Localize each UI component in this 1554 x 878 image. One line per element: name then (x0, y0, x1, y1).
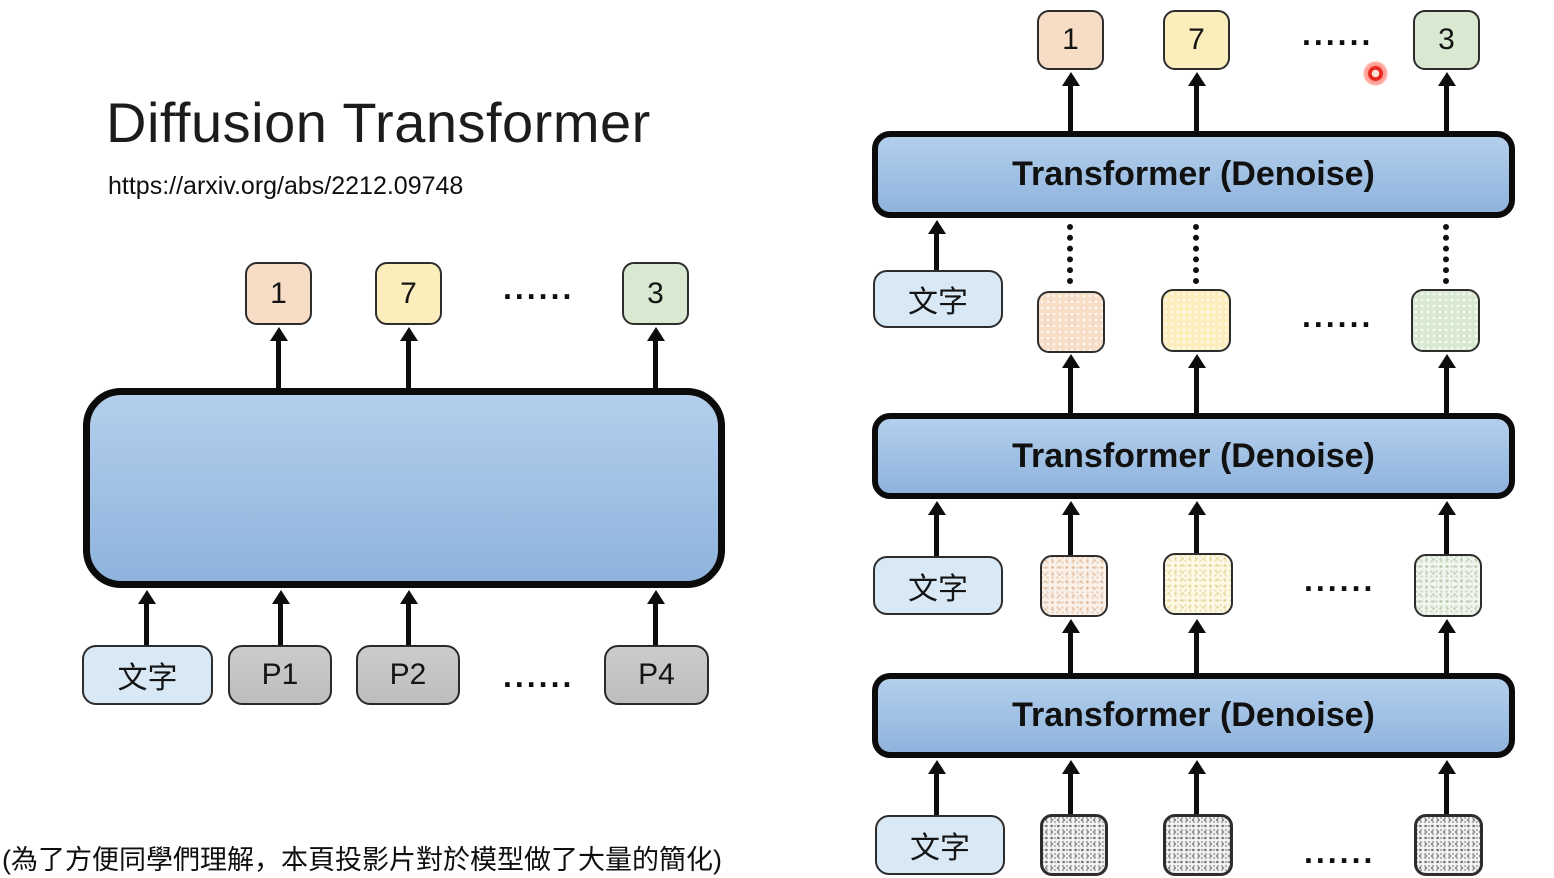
left-input-token-p1: P1 (228, 645, 332, 705)
diffusion-transformer-block (83, 388, 725, 588)
vertical-ellipsis-icon (1067, 224, 1073, 284)
row-b-ellipsis: ...... (1304, 562, 1376, 598)
arrow-up-icon (1194, 773, 1199, 814)
arrow-up-icon (1444, 85, 1449, 131)
arxiv-link[interactable]: https://arxiv.org/abs/2212.09748 (108, 172, 464, 200)
right-text-token-1: 文字 (873, 270, 1003, 328)
left-input-ellipsis: ...... (503, 658, 575, 694)
right-output-ellipsis: ...... (1302, 16, 1374, 52)
left-input-token-p2: P2 (356, 645, 460, 705)
arrow-up-icon (278, 603, 283, 645)
arrow-up-icon (1068, 773, 1073, 814)
vertical-ellipsis-icon (1443, 224, 1449, 284)
arrow-up-icon (1444, 632, 1449, 673)
left-output-token-7: 7 (375, 262, 442, 325)
right-output-token-7: 7 (1163, 10, 1230, 70)
transformer-label: Transformer (Denoise) (1012, 155, 1375, 193)
arrow-up-icon (653, 340, 658, 388)
patch-noisy-yellow (1163, 553, 1233, 615)
arrow-up-icon (1068, 85, 1073, 131)
page-title: Diffusion Transformer (106, 91, 651, 154)
vertical-ellipsis-icon (1193, 224, 1199, 284)
left-input-token-p4: P4 (604, 645, 709, 705)
arrow-up-icon (1068, 367, 1073, 413)
arrow-up-icon (406, 603, 411, 645)
arrow-up-icon (144, 603, 149, 645)
arrow-up-icon (1068, 632, 1073, 673)
arrow-up-icon (1194, 85, 1199, 131)
arrow-up-icon (934, 514, 939, 556)
patch-noisy-peach (1040, 555, 1108, 617)
patch-denoised-peach (1037, 291, 1105, 353)
patch-noisy-green (1414, 554, 1482, 617)
arrow-up-icon (1444, 514, 1449, 554)
right-text-token-2: 文字 (873, 556, 1003, 615)
arrow-up-icon (653, 603, 658, 645)
right-output-token-3: 3 (1413, 10, 1480, 70)
arrow-up-icon (1194, 514, 1199, 553)
patch-pure-noise (1040, 814, 1108, 876)
transformer-denoise-block-3: Transformer (Denoise) (872, 673, 1515, 758)
arrow-up-icon (1194, 632, 1199, 673)
row-c-ellipsis: ...... (1304, 834, 1376, 870)
patch-denoised-yellow (1161, 289, 1231, 352)
arrow-up-icon (1444, 367, 1449, 413)
arrow-up-icon (1194, 367, 1199, 413)
patch-denoised-green (1411, 289, 1480, 352)
row-a-ellipsis: ...... (1302, 298, 1374, 334)
left-output-token-3: 3 (622, 262, 689, 325)
laser-pointer-dot (1362, 60, 1389, 87)
arrow-up-icon (934, 773, 939, 815)
transformer-denoise-block-1: Transformer (Denoise) (872, 131, 1515, 218)
patch-pure-noise (1414, 814, 1483, 876)
left-output-ellipsis: ...... (503, 270, 575, 306)
arrow-up-icon (276, 340, 281, 388)
arrow-up-icon (934, 233, 939, 270)
transformer-label: Transformer (Denoise) (1012, 696, 1375, 734)
arrow-up-icon (1068, 514, 1073, 555)
transformer-label: Transformer (Denoise) (1012, 436, 1375, 475)
patch-pure-noise (1163, 814, 1233, 876)
left-output-token-1: 1 (245, 262, 312, 325)
transformer-denoise-block-2: Transformer (Denoise) (872, 413, 1515, 499)
arrow-up-icon (1444, 773, 1449, 814)
arrow-up-icon (406, 340, 411, 388)
right-text-token-3: 文字 (875, 815, 1005, 875)
footnote: (為了方便同學們理解，本頁投影片對於模型做了大量的簡化) (2, 845, 722, 875)
left-input-token-text: 文字 (82, 645, 213, 705)
right-output-token-1: 1 (1037, 10, 1104, 70)
